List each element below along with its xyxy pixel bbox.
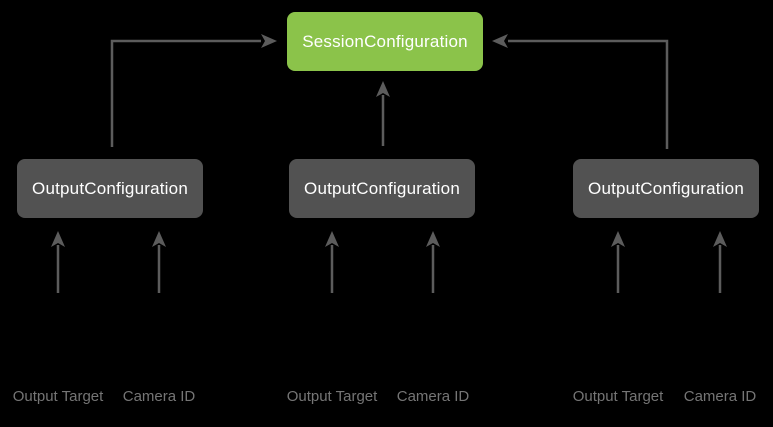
node-output-configuration-1-label: OutputConfiguration xyxy=(32,178,188,198)
node-session-configuration-label: SessionConfiguration xyxy=(302,31,468,51)
node-output-configuration-2-label: OutputConfiguration xyxy=(304,178,460,198)
arrow-output-target1-to-output1 xyxy=(51,231,65,293)
node-output-configuration-2: OutputConfiguration xyxy=(289,159,475,218)
arrow-camera-id2-to-output2 xyxy=(426,231,440,293)
label-camera-id-2: Camera ID xyxy=(396,388,470,405)
label-output-target-3: Output Target xyxy=(572,388,664,405)
node-output-configuration-1: OutputConfiguration xyxy=(17,159,203,218)
arrow-output1-to-session xyxy=(110,34,277,147)
arrow-camera-id3-to-output3 xyxy=(713,231,727,293)
label-output-target-1: Output Target xyxy=(12,388,104,405)
node-output-configuration-3-label: OutputConfiguration xyxy=(588,178,744,198)
arrow-output3-to-session xyxy=(492,34,669,149)
label-camera-id-3: Camera ID xyxy=(683,388,757,405)
arrow-output-target2-to-output2 xyxy=(325,231,339,293)
arrow-output-target3-to-output3 xyxy=(611,231,625,293)
node-output-configuration-3: OutputConfiguration xyxy=(573,159,759,218)
label-output-target-2: Output Target xyxy=(286,388,378,405)
label-camera-id-1: Camera ID xyxy=(122,388,196,405)
node-session-configuration: SessionConfiguration xyxy=(287,12,483,71)
arrow-output2-to-session xyxy=(376,81,390,146)
arrow-camera-id1-to-output1 xyxy=(152,231,166,293)
